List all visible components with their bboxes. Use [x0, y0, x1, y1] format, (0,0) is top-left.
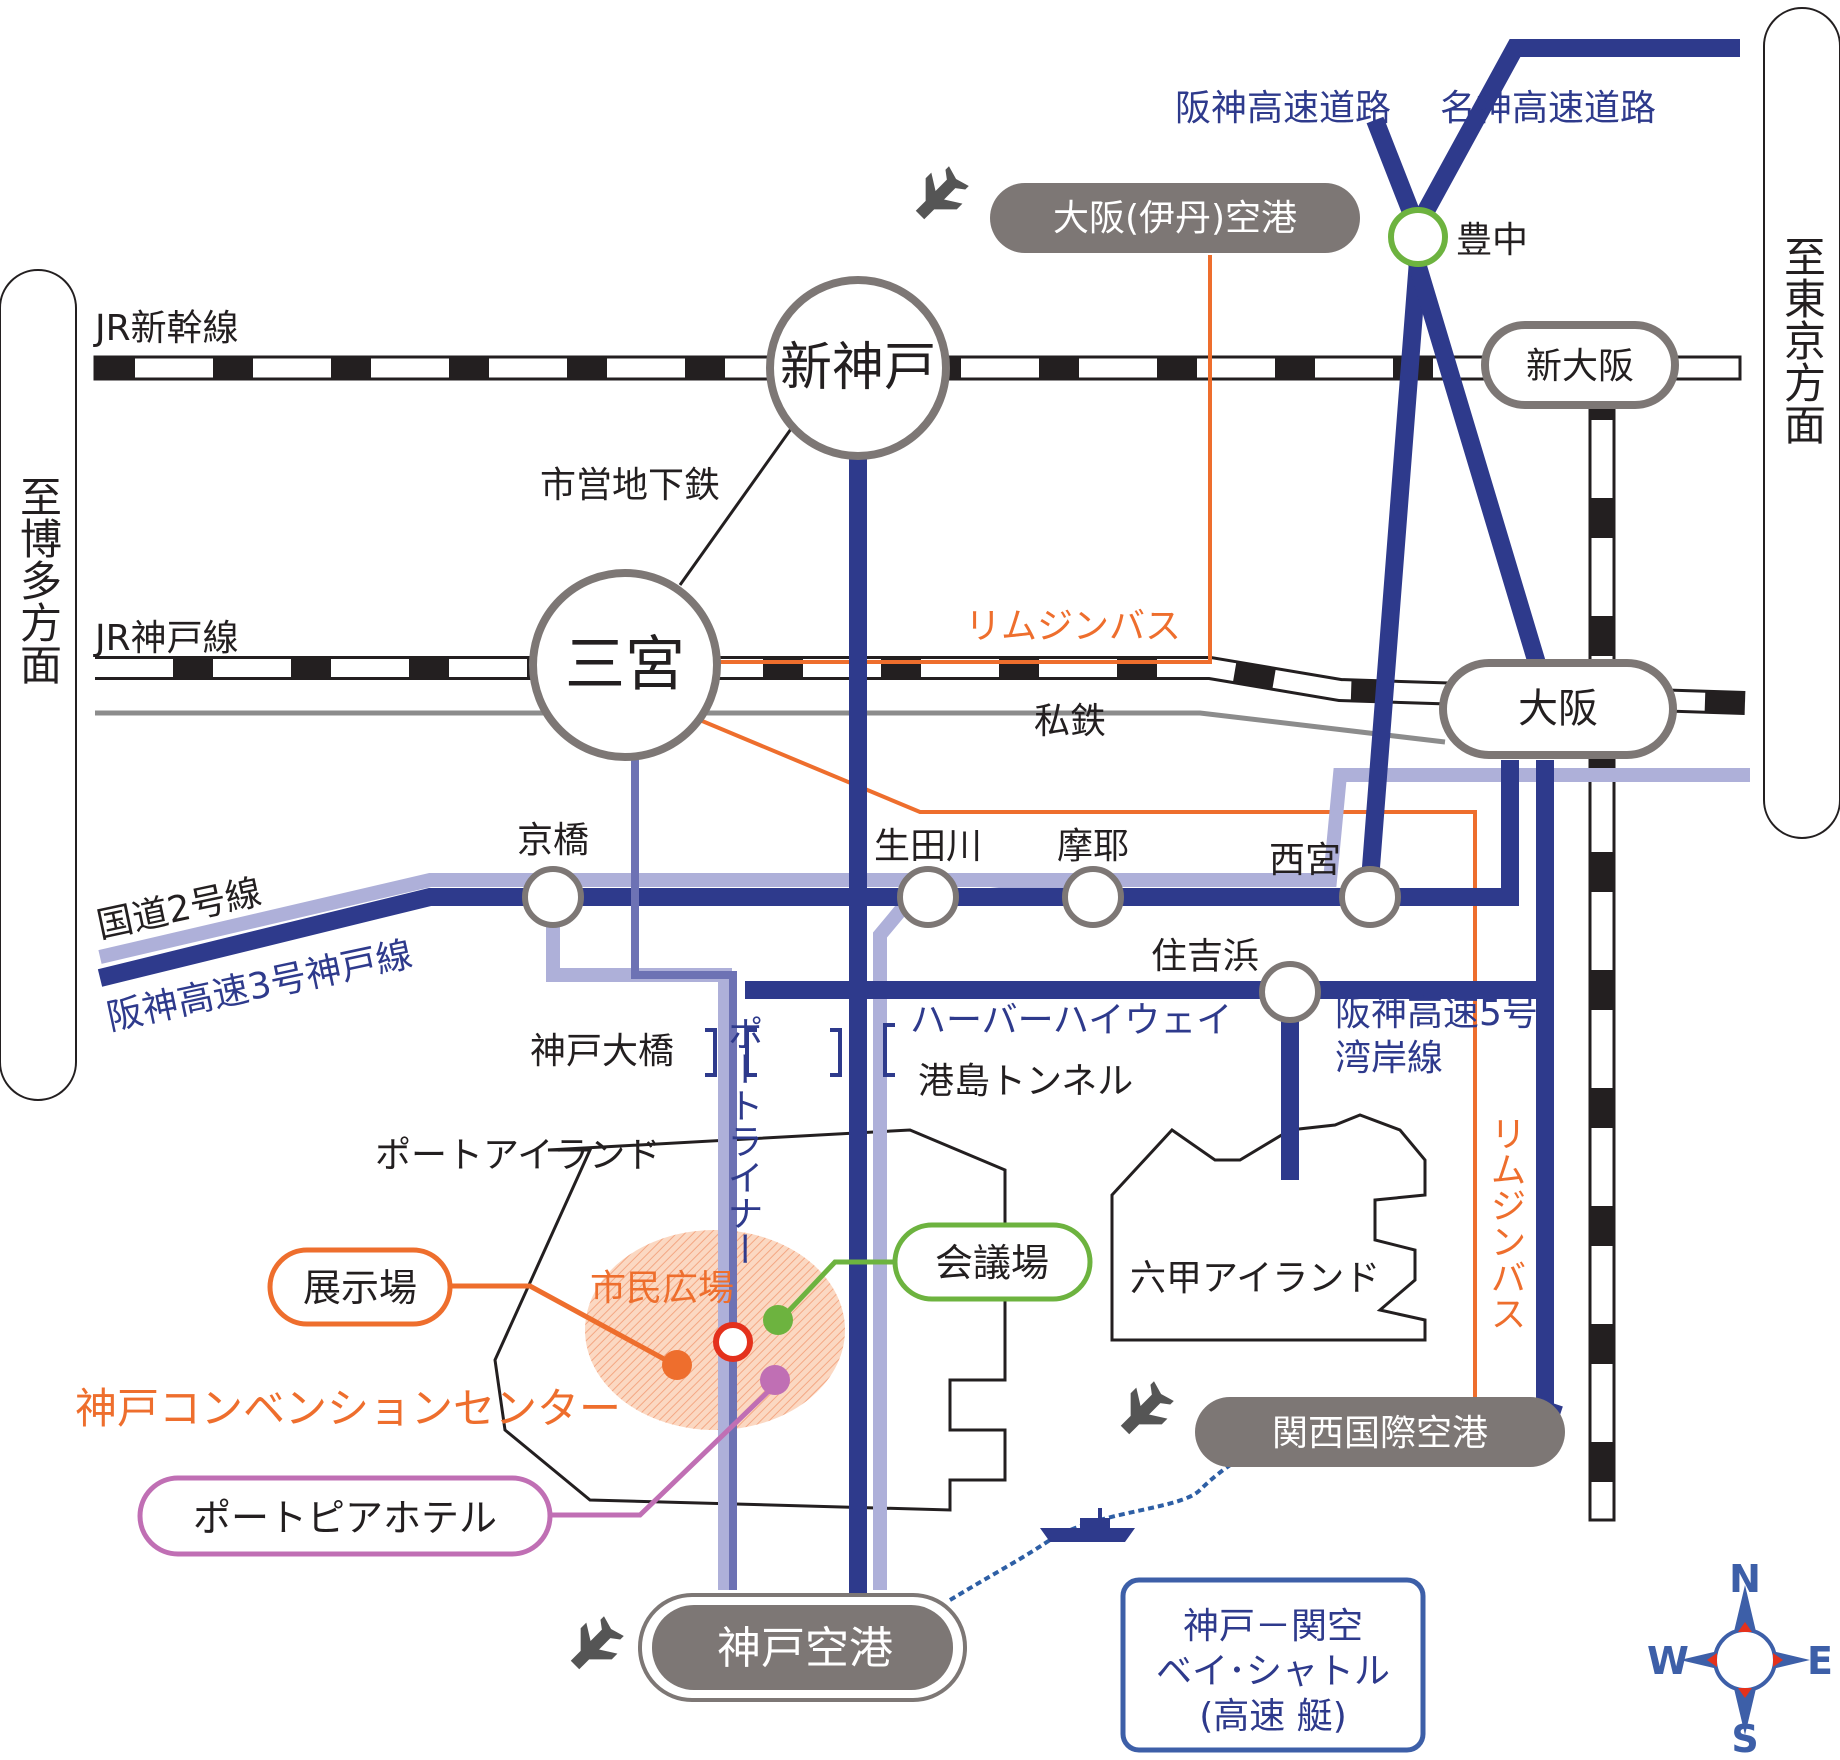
port-liner-label: ポートライナー — [722, 1015, 763, 1267]
bay-shuttle-line3: (高速 艇) — [1199, 1696, 1347, 1737]
bay-shuttle-line2: ベイ･シャトル — [1156, 1651, 1390, 1692]
station-kyobashi[interactable] — [522, 866, 584, 928]
station-ikutagawa[interactable] — [897, 866, 959, 928]
to-tokyo-box — [1763, 7, 1840, 839]
to-hakata-label: 至博多方面 — [14, 475, 63, 685]
station-toyonaka[interactable] — [1388, 207, 1448, 267]
compass-rose — [1680, 1585, 1810, 1735]
airport-kansai-label: 関西国際空港 — [1272, 1413, 1488, 1454]
bay-shuttle-box[interactable] — [1120, 1577, 1426, 1753]
station-shin-osaka[interactable] — [1481, 321, 1679, 409]
conference-dot — [763, 1305, 793, 1335]
kobe-ohashi-label: 神戸大橋 — [530, 1031, 674, 1072]
minatojima-tunnel-label: 港島トンネル — [918, 1061, 1133, 1102]
shimin-hiroba-area — [585, 1230, 845, 1430]
airport-kobe-icon — [559, 1610, 630, 1681]
jr-kobe-label: JR神戸線 — [93, 618, 239, 659]
hanshin-5-label-1: 阪神高速5号 — [1335, 993, 1538, 1034]
compass-w: W — [1647, 1639, 1689, 1683]
hanshin-5-wangan — [1536, 760, 1563, 1424]
airport-kansai-pill[interactable] — [1195, 1397, 1565, 1467]
bay-shuttle-line1: 神戸－関空 — [1183, 1606, 1363, 1647]
station-shin-kobe[interactable] — [766, 276, 950, 460]
station-maya-label: 摩耶 — [1057, 826, 1129, 867]
airport-itami-label: 大阪(伊丹)空港 — [1053, 198, 1297, 239]
exhibition-label: 展示場 — [303, 1266, 417, 1310]
limousine-bus-top-label: リムジンバス — [965, 606, 1181, 647]
brackets — [705, 1023, 895, 1077]
hotel-dot — [760, 1365, 790, 1395]
exhibition-dot — [662, 1350, 692, 1380]
hotel-label: ポートピアホテル — [193, 1496, 497, 1540]
route2-light-line — [98, 768, 1750, 964]
station-toyonaka-label: 豊中 — [1456, 220, 1528, 261]
conference-leader — [783, 1259, 895, 1317]
hanshin-expressway-label: 阪神高速道路 — [1175, 88, 1391, 129]
hanshin-5-label-2: 湾岸線 — [1335, 1038, 1443, 1079]
compass-s: S — [1731, 1717, 1758, 1760]
station-nishinomiya-label: 西宮 — [1269, 840, 1341, 881]
exhibition-box[interactable] — [267, 1247, 453, 1327]
exhibition-leader — [450, 1283, 677, 1368]
hotel-box[interactable] — [137, 1475, 553, 1557]
airport-itami-pill[interactable] — [990, 183, 1360, 253]
station-osaka-label: 大阪 — [1518, 686, 1598, 732]
airport-itami-icon — [904, 160, 975, 231]
rokko-island-label: 六甲アイランド — [1130, 1258, 1380, 1299]
limousine-bus-route-top — [710, 255, 1212, 664]
ship-icon — [1040, 1508, 1135, 1542]
conference-box[interactable] — [892, 1222, 1093, 1302]
port-liner-line — [631, 760, 737, 1590]
compass-n: N — [1729, 1557, 1761, 1601]
shimin-hiroba-label: 市民広場 — [590, 1268, 734, 1309]
small-stations — [522, 866, 1401, 1023]
compass-e: E — [1807, 1639, 1833, 1683]
station-sumiyoshihama-label: 住吉浜 — [1151, 936, 1259, 977]
station-shin-osaka-label: 新大阪 — [1526, 346, 1634, 387]
meishin-expressway-line — [1400, 39, 1740, 693]
station-shin-kobe-label: 新神戸 — [780, 338, 936, 398]
subway-label: 市営地下鉄 — [540, 465, 720, 506]
station-nishinomiya[interactable] — [1339, 866, 1401, 928]
shimin-hiroba-station[interactable] — [713, 1322, 753, 1362]
meishin-expressway-label: 名神高速道路 — [1440, 88, 1656, 129]
airport-kansai-icon — [1109, 1375, 1180, 1446]
station-sumiyoshihama[interactable] — [1259, 961, 1321, 1023]
airport-kobe-pill[interactable] — [652, 1605, 953, 1690]
jr-shinkansen-label: JR新幹線 — [93, 308, 239, 349]
to-tokyo-label: 至東京方面 — [1778, 235, 1827, 445]
station-maya[interactable] — [1062, 866, 1124, 928]
station-sannomiya-label: 三宮 — [565, 630, 685, 700]
hotel-leader — [550, 1383, 777, 1518]
station-osaka[interactable] — [1439, 659, 1677, 759]
station-kyobashi-label: 京橋 — [517, 820, 589, 861]
shinkansen-vertical — [1588, 378, 1616, 1522]
harbor-highway-label: ハーバーハイウェイ — [910, 1000, 1232, 1041]
private-rail-label: 私鉄 — [1034, 701, 1106, 742]
airport-kobe-label: 神戸空港 — [717, 1623, 893, 1674]
convention-center-label: 神戸コンベンションセンター — [75, 1384, 621, 1433]
limousine-bus-right-label: リムジンバス — [1485, 1115, 1526, 1331]
subway-line — [678, 404, 810, 586]
rokko-island-outline — [1110, 1113, 1427, 1342]
limousine-bus-route-right — [694, 716, 1477, 1415]
to-hakata-box — [0, 269, 77, 1101]
private-rail-line — [95, 710, 1446, 745]
port-island-label: ポートアイランド — [375, 1135, 661, 1176]
station-ikutagawa-label: 生田川 — [874, 826, 982, 867]
hanshin-3-kobe-line — [97, 760, 1519, 987]
station-sannomiya[interactable] — [529, 569, 721, 761]
conference-label: 会議場 — [935, 1241, 1049, 1285]
